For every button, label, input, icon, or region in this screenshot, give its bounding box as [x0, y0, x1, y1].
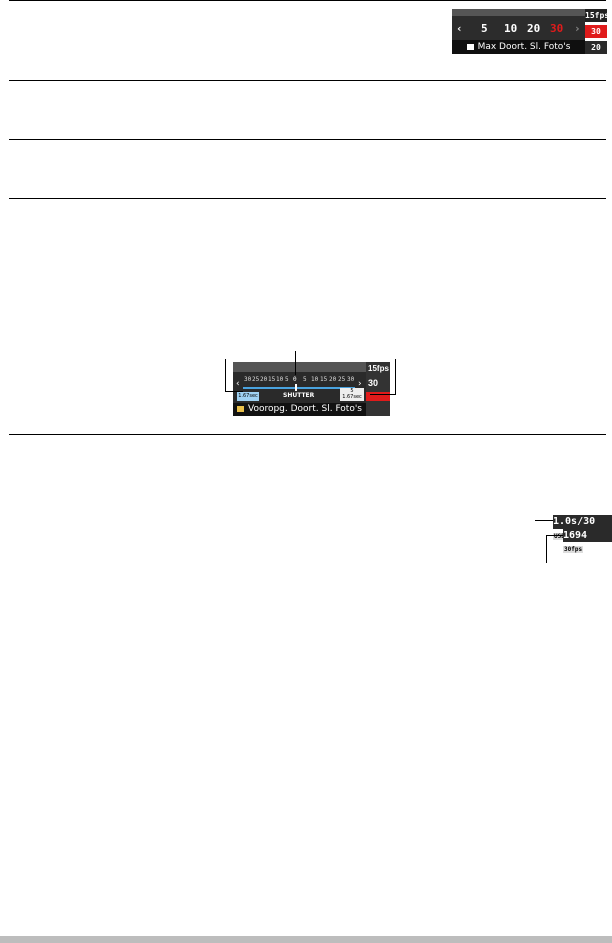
chevron-left-icon[interactable]: ‹ [236, 379, 240, 389]
fps-tag: 30fps [563, 546, 584, 553]
status-line-time: 1.0s/30 USB N [553, 515, 612, 541]
scale-tick: 5 [303, 376, 307, 383]
scale-tick: 0 [293, 376, 297, 383]
fps-badge: 15fps [585, 9, 610, 22]
callout-line [395, 359, 396, 394]
callout-line [225, 391, 243, 392]
status-line-count: 1694 30fps [563, 529, 612, 553]
scale-tick: 30 [347, 376, 355, 383]
callout-line [546, 535, 547, 563]
scale-tick: 25 [252, 376, 260, 383]
postrecord-count: 5 [350, 388, 354, 394]
section-divider [9, 80, 606, 81]
prerecord-caption: Vooropg. Doort. Sl. Foto's [233, 403, 366, 416]
burst-option[interactable]: 20 [527, 22, 541, 35]
scale-tick: 10 [276, 376, 284, 383]
section-divider [9, 0, 606, 1]
scale-tick: 15 [320, 376, 328, 383]
burst-icon [466, 43, 474, 50]
timeline-marker [295, 384, 297, 391]
burst-count-scale: ‹ 5 10 20 30 › [452, 22, 585, 38]
scale-tick: 15 [268, 376, 276, 383]
callout-line [225, 359, 226, 391]
chevron-right-icon[interactable]: › [574, 22, 581, 35]
shutter-label: SHUTTER [283, 392, 315, 399]
burst-count-badge: 30 [368, 378, 379, 388]
callout-line [535, 520, 553, 521]
callout-line [370, 394, 396, 395]
burst-caption: Max Doort. Sl. Foto's [452, 40, 585, 54]
prerecord-side-panel: 15fps 30 [366, 362, 390, 416]
section-divider [9, 198, 606, 199]
usb-tag: USB [553, 533, 566, 540]
remaining-shots-readout: 1694 [563, 530, 588, 541]
burst-option[interactable]: 5 [481, 22, 488, 35]
scale-tick: 10 [311, 376, 319, 383]
fps-badge: 15fps [368, 364, 389, 373]
prerecord-time-box: 1.67sec [237, 392, 259, 401]
screen-top-strip [452, 9, 585, 16]
scale-tick: 30 [244, 376, 252, 383]
scale-tick: 25 [338, 376, 346, 383]
pre-record-badge: 20 [585, 41, 607, 54]
postrecord-sec: 1.67sec [342, 394, 362, 400]
callout-line [295, 351, 296, 375]
burst-option-selected[interactable]: 30 [550, 22, 564, 35]
burst-side-panel: 15fps 30 20 [585, 9, 610, 54]
callout-line [546, 535, 563, 536]
postrecord-time-box: 5 1.67sec [340, 388, 364, 401]
burst-time-readout: 1.0s/30 [553, 516, 596, 527]
burst-option[interactable]: 10 [504, 22, 518, 35]
chevron-right-icon[interactable]: › [358, 379, 362, 389]
side-highlight [366, 392, 390, 401]
scale-tick: 20 [329, 376, 337, 383]
section-divider [9, 434, 606, 435]
timeline-bar [243, 387, 355, 389]
screen-top-strip [233, 362, 366, 372]
burst-count-badge: 30 [585, 25, 607, 38]
prerecord-screen: 30 25 20 15 10 5 0 5 10 15 20 25 30 ‹ › … [233, 362, 366, 416]
prerecord-icon [236, 405, 244, 412]
page-footer-bar [0, 936, 612, 943]
scale-tick: 5 [285, 376, 289, 383]
burst-speed-screen: ‹ 5 10 20 30 › Max Doort. Sl. Foto's [452, 9, 585, 54]
chevron-left-icon[interactable]: ‹ [456, 22, 463, 35]
scale-tick: 20 [260, 376, 268, 383]
section-divider [9, 139, 606, 140]
